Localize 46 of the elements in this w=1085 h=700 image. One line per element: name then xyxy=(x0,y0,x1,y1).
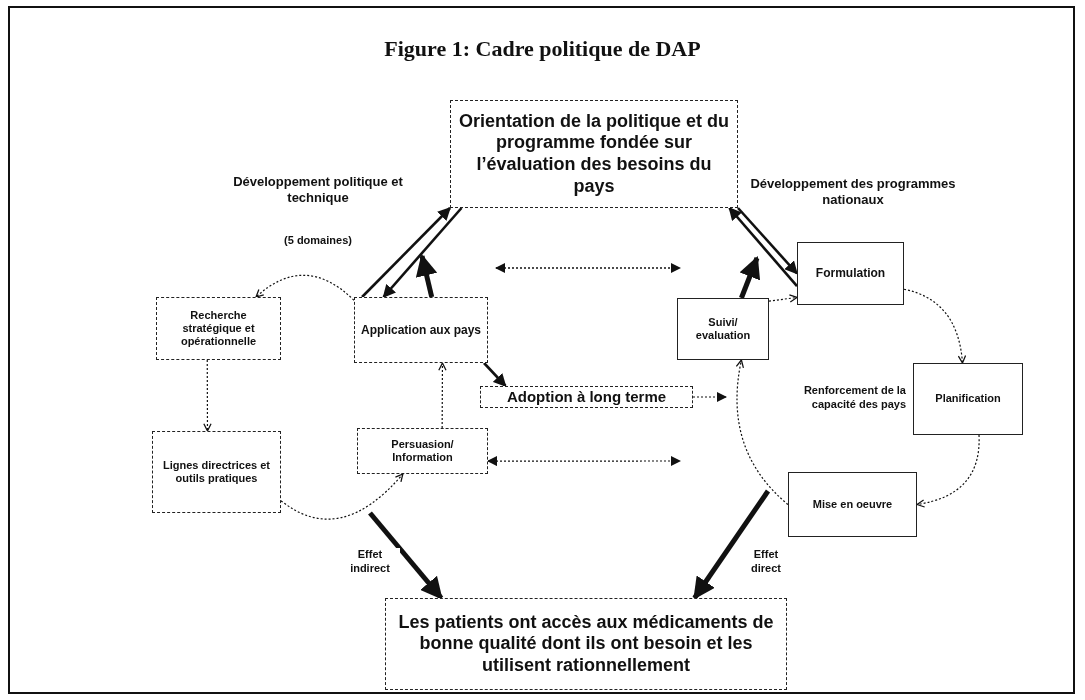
arrow xyxy=(916,434,980,508)
arrow xyxy=(415,253,438,298)
arrow xyxy=(483,362,507,387)
annotation-text: Développement des programmes nationaux xyxy=(749,176,957,209)
arrow xyxy=(203,359,212,432)
process-box xyxy=(677,298,769,360)
annotation-text: Renforcement de la capacité des pays xyxy=(802,384,906,412)
annotation-text: (5 domaines) xyxy=(283,234,353,248)
box-text: Orientation de la politique et du programme fondée sur l’évaluation des besoins du pays xyxy=(458,110,730,198)
box-text: Suivi/ evaluation xyxy=(694,315,752,343)
arrow xyxy=(438,362,447,429)
arrow xyxy=(735,359,789,506)
box-text: Les patients ont accès aux médicaments de bonne qualité dont ils ont besoin et les utilisent rationnellement xyxy=(397,611,775,677)
arrow xyxy=(368,511,444,600)
box-text: Adoption à long terme xyxy=(506,388,667,406)
process-box xyxy=(156,297,281,360)
process-box xyxy=(357,428,488,474)
arrow xyxy=(903,288,966,364)
box-text: Lignes directrices et outils pratiques xyxy=(162,458,271,486)
arrow xyxy=(487,456,681,467)
box-text: Recherche stratégique et opérationnelle xyxy=(179,308,258,349)
process-box xyxy=(480,386,693,408)
box-text: Application aux pays xyxy=(361,322,481,338)
arrow xyxy=(255,274,355,301)
process-box xyxy=(354,297,488,363)
arrow xyxy=(768,294,798,303)
box-text: Persuasion/ Information xyxy=(390,437,455,465)
process-box xyxy=(797,242,904,305)
arrow xyxy=(728,207,798,287)
process-box xyxy=(788,472,917,537)
process-box xyxy=(385,598,787,690)
arrow xyxy=(737,207,798,275)
process-box xyxy=(913,363,1023,435)
arrow xyxy=(739,255,761,299)
box-text: Mise en oeuvre xyxy=(812,497,893,512)
diagram-title: Figure 1: Cadre politique de DAP xyxy=(383,36,702,62)
arrow xyxy=(382,207,463,298)
box-text: Planification xyxy=(935,392,1001,406)
process-box xyxy=(152,431,281,513)
arrow xyxy=(280,473,404,520)
arrow xyxy=(361,207,451,298)
annotation-text: Développement politique et technique xyxy=(232,174,404,207)
box-text: Formulation xyxy=(815,266,886,281)
arrow xyxy=(692,392,727,402)
arrow xyxy=(692,489,771,600)
process-box xyxy=(450,100,738,208)
